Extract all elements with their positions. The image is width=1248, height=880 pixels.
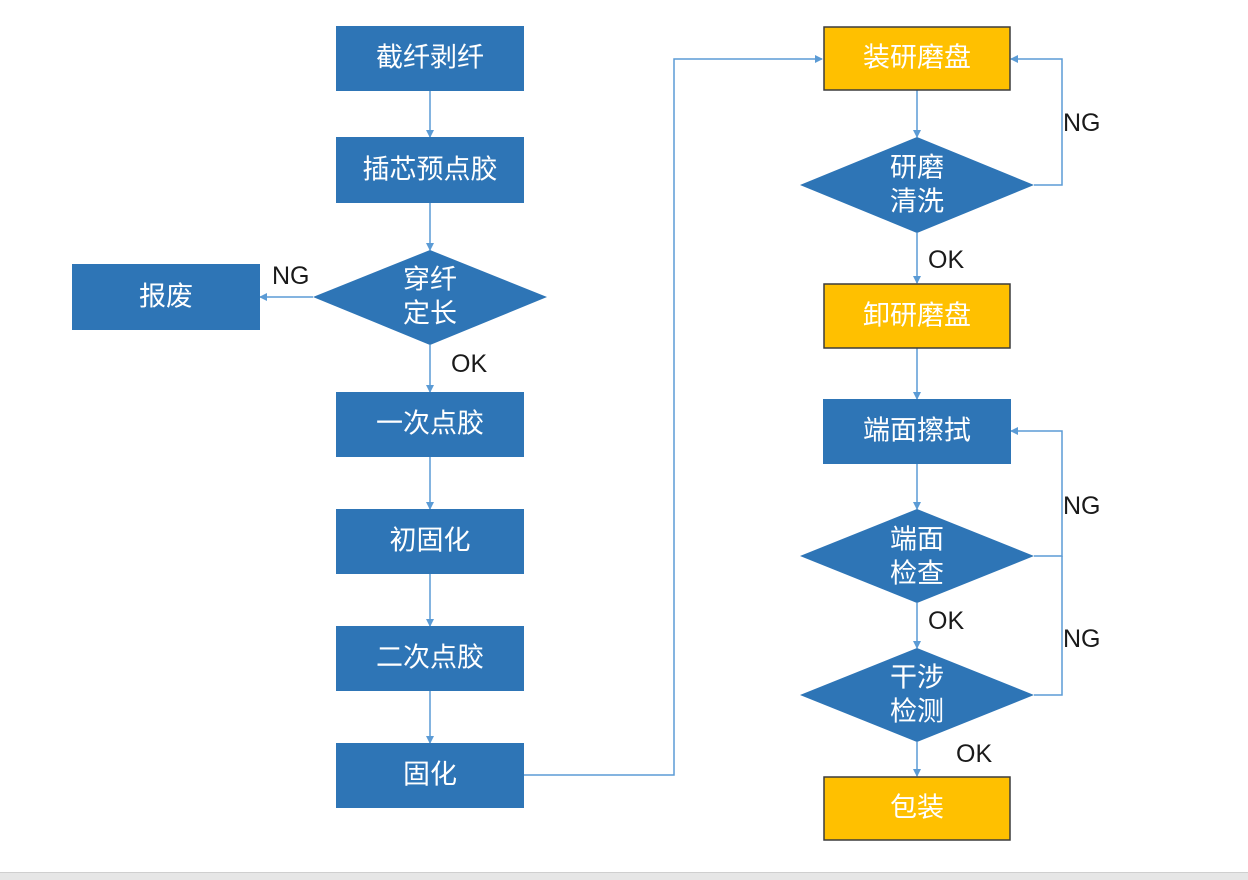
node-package: 包装: [823, 776, 1011, 841]
node-second-glue: 二次点胶: [336, 626, 524, 691]
node-package-label: 包装: [890, 793, 944, 824]
node-cut-strip-label: 截纤剥纤: [376, 43, 484, 74]
node-insert-glue-label: 插芯预点胶: [363, 155, 498, 186]
node-initial-cure: 初固化: [336, 509, 524, 574]
label-inspect-ng: NG: [1063, 492, 1101, 520]
edge-grind-ng-loop: [1010, 55, 1063, 186]
label-interfero-ok: OK: [956, 740, 992, 768]
node-remove-disc: 卸研磨盘: [823, 283, 1011, 349]
decision-grind-clean-label-1: 研磨: [890, 153, 944, 184]
node-cure: 固化: [336, 743, 524, 808]
node-cut-strip: 截纤剥纤: [336, 26, 524, 91]
node-first-glue: 一次点胶: [336, 392, 524, 457]
decision-interferometry: 干涉 检测: [800, 648, 1034, 742]
label-interfero-ng: NG: [1063, 625, 1101, 653]
node-first-glue-label: 一次点胶: [376, 409, 484, 440]
decision-endface-inspect-label-1: 端面: [890, 525, 944, 556]
decision-grind-clean-label-2: 清洗: [890, 187, 944, 218]
node-wipe-endface: 端面擦拭: [823, 399, 1011, 464]
decision-thread-fiber-label-1: 穿纤: [403, 265, 457, 296]
label-grind-ng: NG: [1063, 109, 1101, 137]
decision-grind-clean: 研磨 清洗: [800, 137, 1034, 233]
label-thread-ok: OK: [451, 350, 487, 378]
node-mount-disc-label: 装研磨盘: [863, 43, 971, 74]
node-initial-cure-label: 初固化: [390, 526, 471, 557]
node-wipe-endface-label: 端面擦拭: [863, 416, 971, 447]
edge-inspect-ng-loop: [1010, 427, 1063, 557]
node-scrap: 报废: [72, 264, 260, 330]
node-scrap-label: 报废: [139, 282, 193, 313]
node-insert-glue: 插芯预点胶: [336, 137, 524, 203]
bottom-scrollbar-strip: [0, 872, 1248, 880]
decision-interferometry-label-2: 检测: [890, 697, 944, 728]
edge-interfero-ng-loop: [1034, 556, 1063, 696]
node-mount-disc: 装研磨盘: [823, 26, 1011, 91]
node-cure-label: 固化: [403, 760, 457, 791]
connectors: [259, 55, 1063, 777]
label-inspect-ok: OK: [928, 607, 964, 635]
node-second-glue-label: 二次点胶: [376, 643, 484, 674]
edge-cure-to-mount-disc: [524, 55, 823, 776]
label-thread-ng: NG: [272, 262, 310, 290]
decision-thread-fiber: 穿纤 定长: [313, 250, 547, 345]
decision-interferometry-label-1: 干涉: [890, 663, 944, 694]
node-remove-disc-label: 卸研磨盘: [863, 301, 971, 332]
decision-endface-inspect: 端面 检查: [800, 509, 1034, 603]
decision-thread-fiber-label-2: 定长: [403, 299, 457, 330]
label-grind-ok: OK: [928, 246, 964, 274]
decision-endface-inspect-label-2: 检查: [890, 559, 944, 590]
